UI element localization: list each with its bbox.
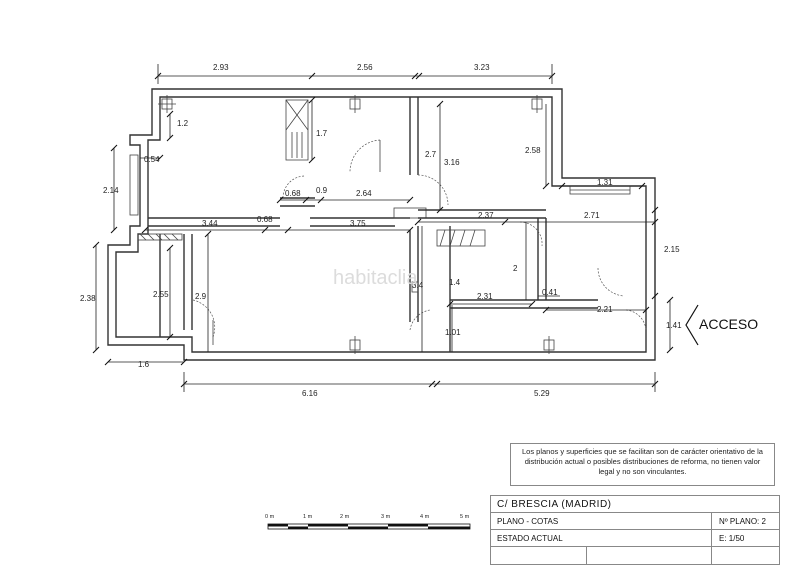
scale-label-1: 1 m: [303, 514, 313, 520]
dim-1-6: 1.6: [138, 360, 150, 369]
dim-3-75: 3.75: [350, 219, 366, 228]
address-label: C/ BRESCIA (MADRID): [497, 498, 612, 510]
scale-label-3: 3 m: [381, 514, 391, 520]
dim-2-9: 2.9: [195, 292, 207, 301]
dim-bottom-2: 5.29: [534, 389, 550, 398]
dim-2-7: 2.7: [425, 150, 437, 159]
dim-2-37: 2.37: [478, 211, 494, 220]
dimension-line-bottom: [180, 372, 659, 392]
dim-2-31: 2.31: [477, 292, 493, 301]
dim-0-9: 0.9: [316, 186, 328, 195]
scale-label-0: 0 m: [265, 514, 275, 520]
scale-label-5: 5 m: [460, 514, 470, 520]
disclaimer-box: Los planos y superficies que se facilita…: [510, 443, 775, 486]
doors: [192, 139, 647, 345]
dim-0-41: 0.41: [542, 288, 558, 297]
title-block-row-plan: PLANO - COTAS Nº PLANO: 2: [491, 513, 779, 530]
dim-top-2: 2.56: [357, 63, 373, 72]
dim-2-38: 2.38: [80, 294, 96, 303]
dimension-line-top: [154, 64, 556, 84]
title-block-row-state: ESTADO ACTUAL E: 1/50: [491, 530, 779, 547]
dim-2: 2: [513, 264, 518, 273]
dim-3-44: 3.44: [202, 219, 218, 228]
dim-2-71: 2.71: [584, 211, 600, 220]
dim-3-16: 3.16: [444, 158, 460, 167]
interior-dimension-lines: [92, 96, 674, 366]
dim-2-58: 2.58: [525, 146, 541, 155]
title-block-row-empty: [491, 547, 779, 564]
plan-type-label: PLANO - COTAS: [497, 516, 559, 526]
watermark: habitaclia: [333, 267, 418, 289]
state-label: ESTADO ACTUAL: [497, 533, 563, 543]
title-block: C/ BRESCIA (MADRID) PLANO - COTAS Nº PLA…: [490, 495, 780, 565]
interior-walls: [137, 97, 598, 352]
scale-label-4: 4 m: [420, 514, 430, 520]
dim-top-1: 2.93: [213, 63, 229, 72]
dim-2-55: 2.55: [153, 290, 169, 299]
plan-number-label: Nº PLANO: 2: [719, 516, 766, 526]
dim-2-14: 2.14: [103, 186, 119, 195]
dim-0-68-b: 0.68: [257, 215, 273, 224]
dim-1-31: 1.31: [597, 178, 613, 187]
scale-label-2: 2 m: [340, 514, 350, 520]
dim-0-54: 0.54: [144, 155, 160, 164]
dim-1-7: 1.7: [316, 129, 328, 138]
entrance-label: ACCESO: [699, 316, 758, 332]
title-block-row-address: C/ BRESCIA (MADRID): [491, 496, 779, 513]
columns: [158, 95, 555, 354]
dim-3-4: 3.4: [412, 281, 424, 290]
dim-2-15: 2.15: [664, 245, 680, 254]
scale-bar: 0 m 1 m 2 m 3 m 4 m 5 m: [265, 514, 471, 530]
entrance-arrow-icon: [685, 304, 699, 346]
dim-2-64: 2.64: [356, 189, 372, 198]
dim-bottom-1: 6.16: [302, 389, 318, 398]
dim-1-41: 1.41: [666, 321, 682, 330]
dim-0-68-a: 0.68: [285, 189, 301, 198]
dim-1-01: 1.01: [445, 328, 461, 337]
scale-value-label: E: 1/50: [719, 533, 745, 543]
dim-1-2: 1.2: [177, 119, 189, 128]
dim-top-3: 3.23: [474, 63, 490, 72]
dim-2-21: 2.21: [597, 305, 613, 314]
dim-1-4: 1.4: [449, 278, 461, 287]
outer-walls: [107, 88, 656, 361]
